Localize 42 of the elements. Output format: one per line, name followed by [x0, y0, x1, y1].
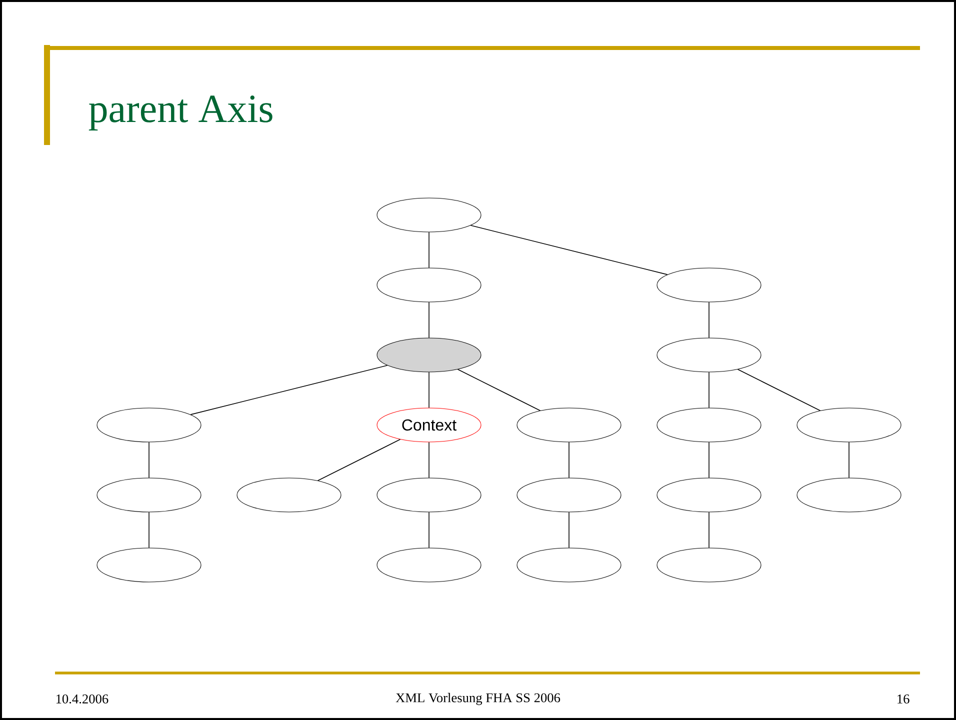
tree-node-ellipse [656, 478, 762, 512]
tree-node-ellipse [516, 548, 622, 582]
tree-node-ellipse [516, 408, 622, 442]
footer-text: 10.4.2006 [56, 694, 108, 704]
tree-node-ellipse [656, 268, 762, 302]
tree-edge [708, 302, 710, 338]
tree-node-ellipse [376, 198, 482, 232]
tree-node-ellipse [656, 408, 762, 442]
tree-edge [317, 439, 401, 481]
tree-node-ellipse [376, 548, 482, 582]
tree-edge [428, 512, 430, 548]
tree-node-ellipse [656, 548, 762, 582]
tree-edge [708, 442, 710, 478]
tree-node-ellipse [656, 338, 762, 372]
tree-edge [428, 372, 430, 408]
tree-node-ellipse [96, 548, 202, 582]
tree-edge [148, 442, 150, 478]
tree-edge [568, 442, 570, 478]
tree-edge [457, 369, 541, 411]
tree-node-ellipse [376, 268, 482, 302]
tree-node-ellipse [376, 478, 482, 512]
tree-edge [708, 512, 710, 548]
tree-edge [428, 232, 430, 268]
tree-edge [148, 512, 150, 548]
footer-text: XML Vorlesung FHA SS 2006 [396, 692, 560, 706]
tree-edge [568, 512, 570, 548]
tree-edge [428, 442, 430, 478]
footer-text: 16 [898, 694, 910, 704]
tree-node-ellipse [796, 408, 902, 442]
tree-node-ellipse [376, 338, 482, 372]
tree-node-ellipse [236, 478, 342, 512]
tree-edge [708, 372, 710, 408]
tree-node-ellipse [96, 478, 202, 512]
tree-edge [190, 365, 388, 415]
tree-edge [737, 369, 821, 411]
tree-edge [848, 442, 850, 478]
tree-node-ellipse [516, 478, 622, 512]
tree-edge [470, 225, 668, 275]
slide-title: parent Axis [88, 95, 272, 130]
tree-node-ellipse [796, 478, 902, 512]
tree-edge [428, 302, 430, 338]
tree-node-ellipse [96, 408, 202, 442]
